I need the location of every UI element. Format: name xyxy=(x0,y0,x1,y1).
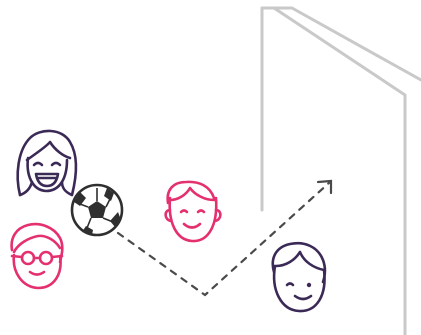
boy-smiling-icon xyxy=(166,182,221,241)
soccer-ball-icon xyxy=(72,185,122,235)
boy-winking-icon xyxy=(273,243,325,311)
girl-with-glasses-icon xyxy=(12,224,63,288)
door-outline xyxy=(262,8,421,335)
girl-laughing-icon xyxy=(18,131,76,195)
dashed-path-arrow xyxy=(118,181,331,295)
